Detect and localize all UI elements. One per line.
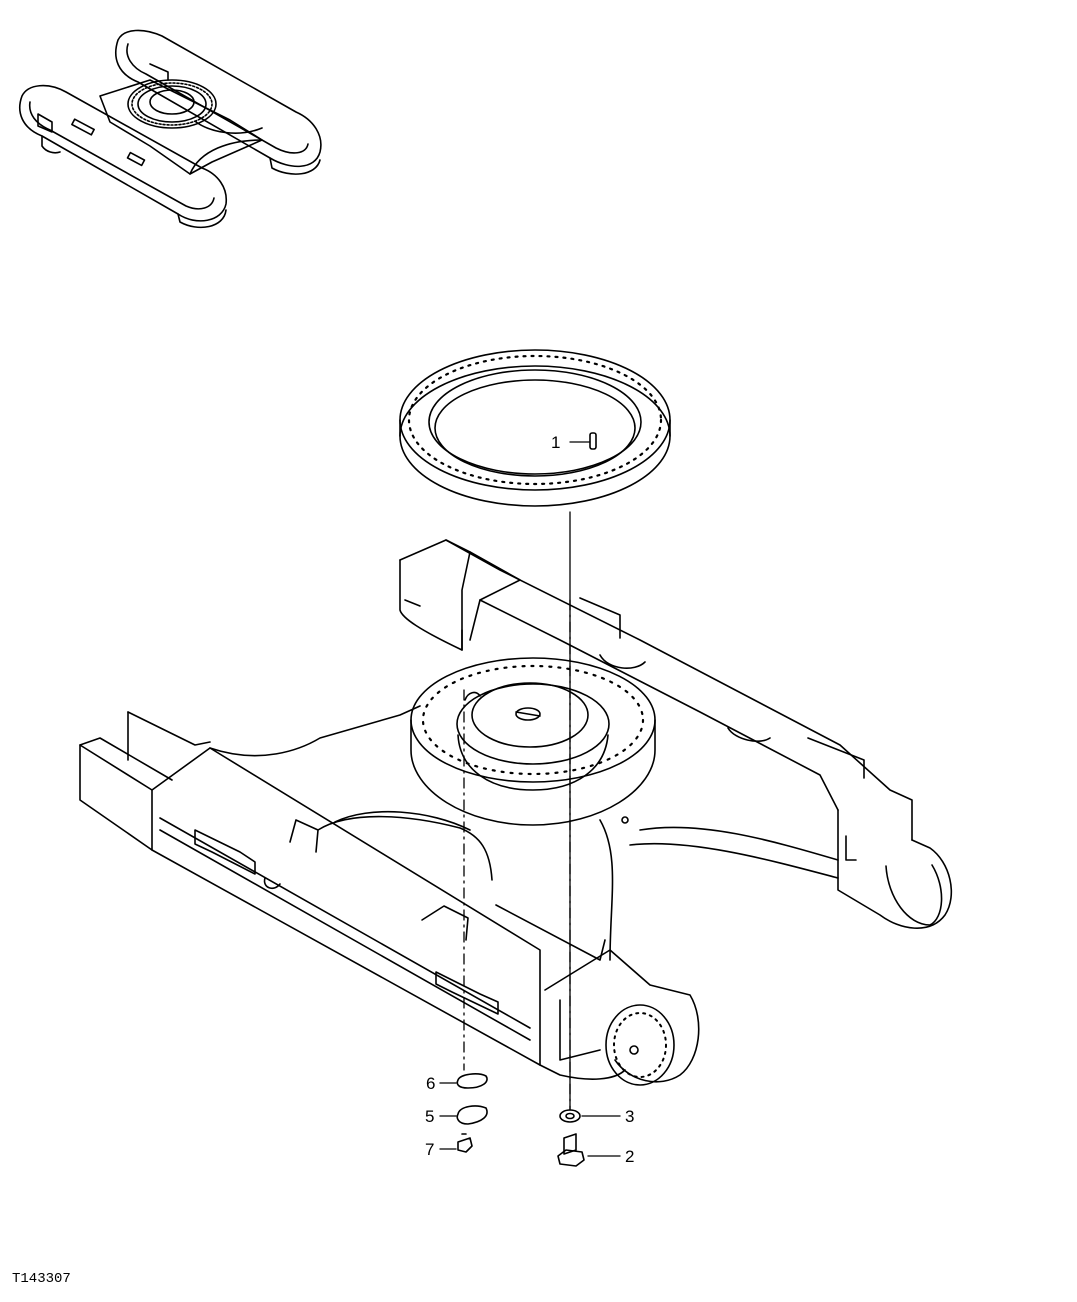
center-swing-mount	[411, 658, 655, 825]
cover-bolt	[458, 1134, 472, 1152]
swing-bearing-ring	[400, 350, 670, 506]
callout-1: 1	[551, 433, 561, 452]
assembly-lines	[464, 512, 570, 1110]
washer-part	[560, 1110, 580, 1122]
leader-lines	[440, 442, 620, 1156]
cover-plate-gasket	[457, 1074, 487, 1088]
callout-3: 3	[625, 1107, 635, 1126]
cover-plate	[457, 1106, 487, 1124]
callout-2: 2	[625, 1147, 635, 1166]
bolt-part	[558, 1134, 584, 1166]
callout-7: 7	[425, 1140, 435, 1159]
callout-5: 5	[425, 1107, 435, 1126]
overview-inset	[20, 30, 321, 227]
undercarriage-frame	[80, 540, 951, 1085]
pin-part	[590, 433, 596, 449]
callout-6: 6	[426, 1074, 436, 1093]
figure-id: T143307	[12, 1271, 71, 1287]
